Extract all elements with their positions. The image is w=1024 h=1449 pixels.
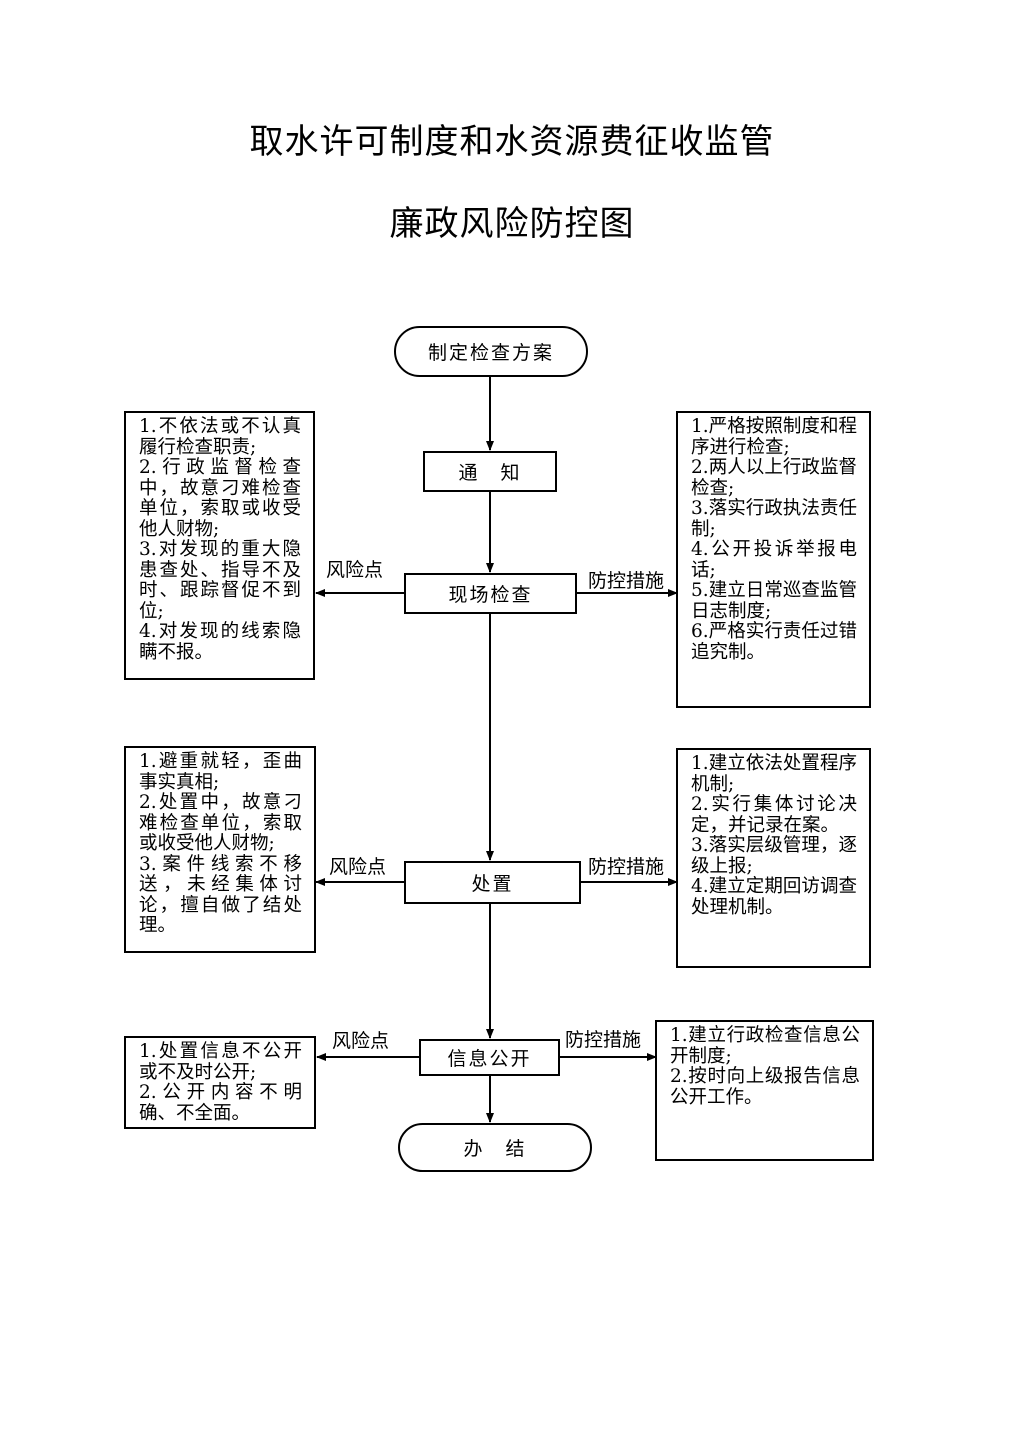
handle-control-item: 1.建立依法处置程序机制; [691,753,857,795]
inspect-node: 现场检查 [404,573,577,614]
handle-control-item: 4.建立定期回访调查处理机制。 [691,876,857,918]
inspect-control-item: 6.严格实行责任过错追究制。 [691,621,857,663]
risk-label-inspect: 风险点 [326,559,384,581]
handle-risk-item: 3.案件线索不移送，未经集体讨论，擅自做了结处理。 [139,853,302,936]
risk-label-publish: 风险点 [332,1030,390,1052]
inspect-risk-box: 1.不依法或不认真履行检查职责; 2.行政监督检查中，故意刁难检查单位，索取或收… [124,411,315,680]
inspect-risk-item: 3.对发现的重大隐患查处、指导不及时、跟踪督促不到位; [139,539,301,622]
inspect-risk-item: 4.对发现的线索隐瞒不报。 [139,621,301,663]
inspect-control-item: 3.落实行政执法责任制; [691,498,857,540]
handle-control-item: 2.实行集体讨论决定，并记录在案。 [691,794,857,836]
handle-risk-item: 2.处置中，故意刁难检查单位，索取或收受他人财物; [139,792,302,854]
handle-risk-box: 1.避重就轻，歪曲事实真相; 2.处置中，故意刁难检查单位，索取或收受他人财物;… [124,746,316,953]
inspect-control-item: 2.两人以上行政监督检查; [691,457,857,499]
handle-control-item: 3.落实层级管理，逐级上报; [691,835,857,877]
publish-control-item: 1.建立行政检查信息公开制度; [670,1025,860,1067]
diagram-title-line2: 廉政风险防控图 [389,204,635,244]
inspect-risk-item: 1.不依法或不认真履行检查职责; [139,416,301,458]
end-node: 办 结 [398,1123,592,1172]
risk-label-handle: 风险点 [329,856,387,878]
control-label-inspect: 防控措施 [588,570,665,592]
publish-risk-box: 1.处置信息不公开或不及时公开; 2.公开内容不明确、不全面。 [124,1036,316,1129]
inspect-control-box: 1.严格按照制度和程序进行检查; 2.两人以上行政监督检查; 3.落实行政执法责… [676,411,871,708]
diagram-title-line1: 取水许可制度和水资源费征收监管 [249,122,775,162]
handle-risk-item: 1.避重就轻，歪曲事实真相; [139,751,302,793]
inspect-control-item: 4.公开投诉举报电话; [691,539,857,581]
publish-risk-item: 1.处置信息不公开或不及时公开; [139,1041,302,1083]
inspect-risk-item: 2.行政监督检查中，故意刁难检查单位，索取或收受他人财物; [139,457,301,540]
publish-risk-item: 2.公开内容不明确、不全面。 [139,1082,302,1124]
handle-control-box: 1.建立依法处置程序机制; 2.实行集体讨论决定，并记录在案。 3.落实层级管理… [676,748,871,968]
handle-node: 处置 [404,861,581,904]
publish-control-item: 2.按时向上级报告信息公开工作。 [670,1066,860,1108]
publish-control-box: 1.建立行政检查信息公开制度; 2.按时向上级报告信息公开工作。 [655,1020,874,1161]
inspect-control-item: 1.严格按照制度和程序进行检查; [691,416,857,458]
notice-node: 通 知 [423,451,557,492]
start-node: 制定检查方案 [394,326,588,377]
inspect-control-item: 5.建立日常巡查监管日志制度; [691,580,857,622]
publish-node: 信息公开 [419,1039,560,1076]
control-label-handle: 防控措施 [588,856,665,878]
control-label-publish: 防控措施 [565,1029,642,1051]
